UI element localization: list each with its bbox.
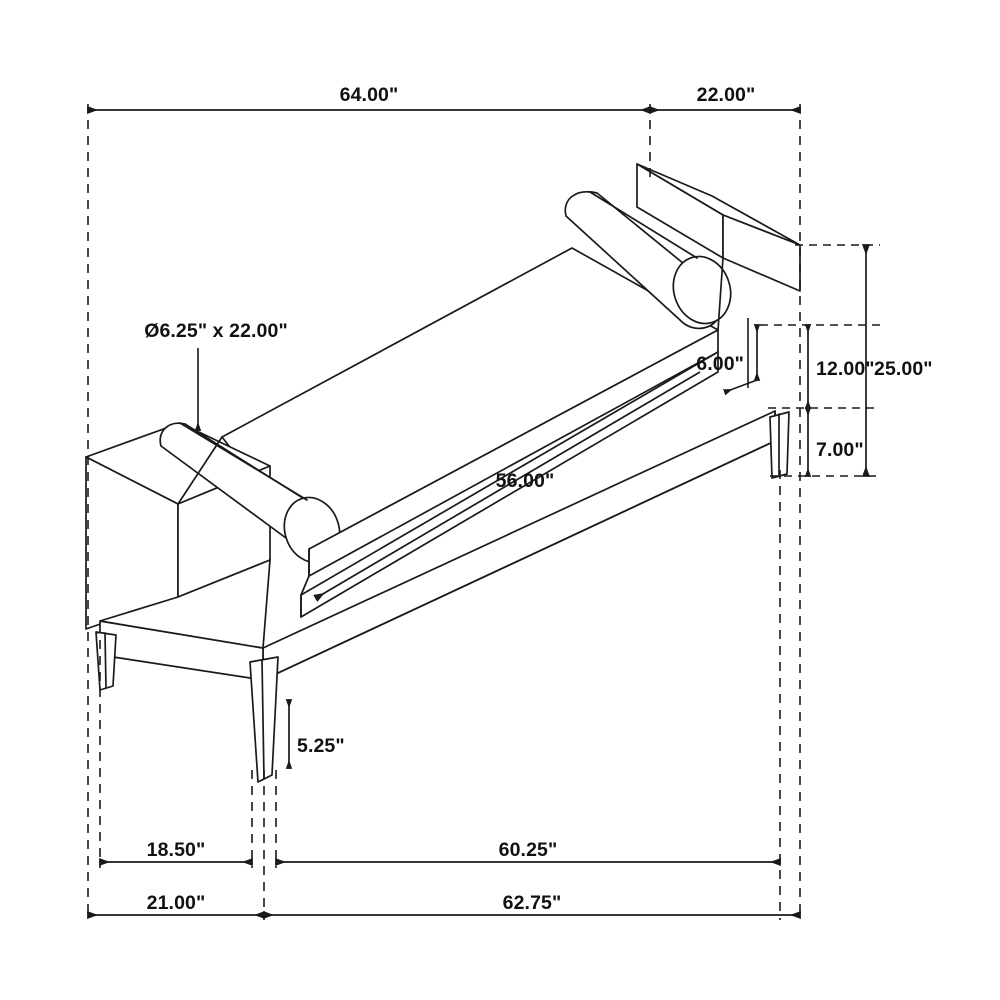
bench-isometric-illustration <box>85 163 801 783</box>
dim-label-12: 12.00" <box>816 358 875 380</box>
seat-right-end-edge <box>717 257 724 331</box>
dim-label-bolster: Ø6.25" x 22.00" <box>144 320 288 342</box>
dim-label-6: 6.00" <box>696 353 744 375</box>
right-bolster-end-cap <box>672 255 732 325</box>
seat-apron-left-return-edge <box>300 575 310 596</box>
extension-lines-group <box>87 104 880 920</box>
legs-group <box>95 411 790 783</box>
right-arm-end-face <box>722 214 801 292</box>
dim-label-25: 25.00" <box>874 358 933 380</box>
dim-label-1850: 18.50" <box>147 839 206 861</box>
right-bolster-top-edge <box>589 191 698 259</box>
right-arm-block <box>636 163 801 292</box>
dim-label-6025: 60.25" <box>499 839 558 861</box>
dim-label-525: 5.25" <box>297 735 345 757</box>
left-bolster-top-edge <box>179 422 308 501</box>
seat-apron-return-left <box>300 548 310 618</box>
leg-front-left-edge <box>261 659 265 780</box>
base-frame-left-top-face <box>99 559 271 649</box>
dim-label-2100: 21.00" <box>147 892 206 914</box>
dim-label-22: 22.00" <box>697 84 756 106</box>
dimline-56 <box>313 371 701 602</box>
leg-front-left <box>249 656 279 783</box>
dim-label-64: 64.00" <box>340 84 399 106</box>
seat-left-end-edge <box>177 436 223 505</box>
leg-back-left-edge <box>104 632 107 689</box>
dimension-text-group: 64.00" 22.00" Ø6.25" x 22.00" 56.00" 6.0… <box>144 84 932 914</box>
dimline-6-leader <box>723 379 758 396</box>
dim-label-56: 56.00" <box>496 470 555 492</box>
right-bolster-pillow <box>564 191 732 330</box>
dim-label-6275: 62.75" <box>503 892 562 914</box>
base-frame-front-reveal <box>262 440 776 681</box>
dim-label-7: 7.00" <box>816 439 864 461</box>
dimension-lines-group <box>87 105 871 920</box>
